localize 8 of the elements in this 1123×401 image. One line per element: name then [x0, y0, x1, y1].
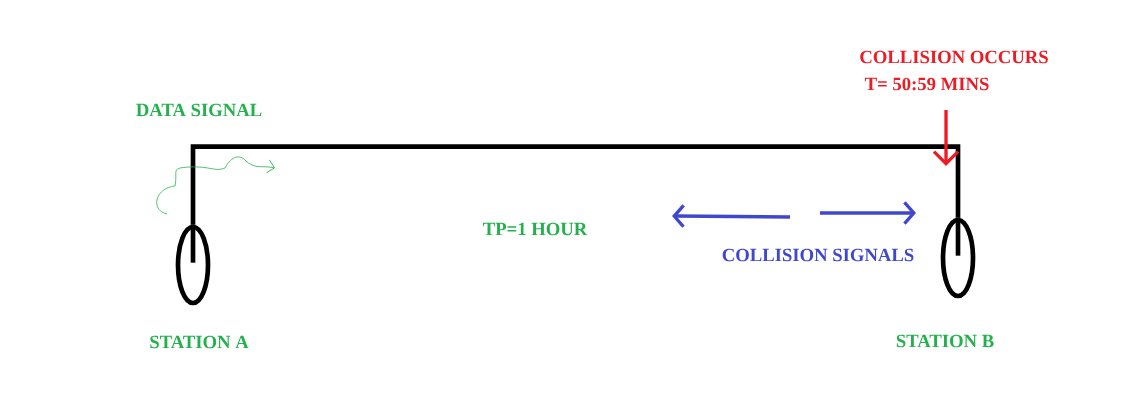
station-label: STATION A — [150, 335, 249, 349]
text-label: DATA SIGNAL — [136, 103, 262, 117]
station-label: STATION B — [896, 334, 994, 348]
text-label: COLLISION OCCURS — [860, 50, 1048, 64]
text-label: COLLISION SIGNALS — [722, 248, 914, 262]
edge-label: TP=1 HOUR — [481, 221, 589, 237]
text-label: T= 50:59 MINS — [864, 77, 989, 91]
cable-line — [190, 144, 961, 225]
